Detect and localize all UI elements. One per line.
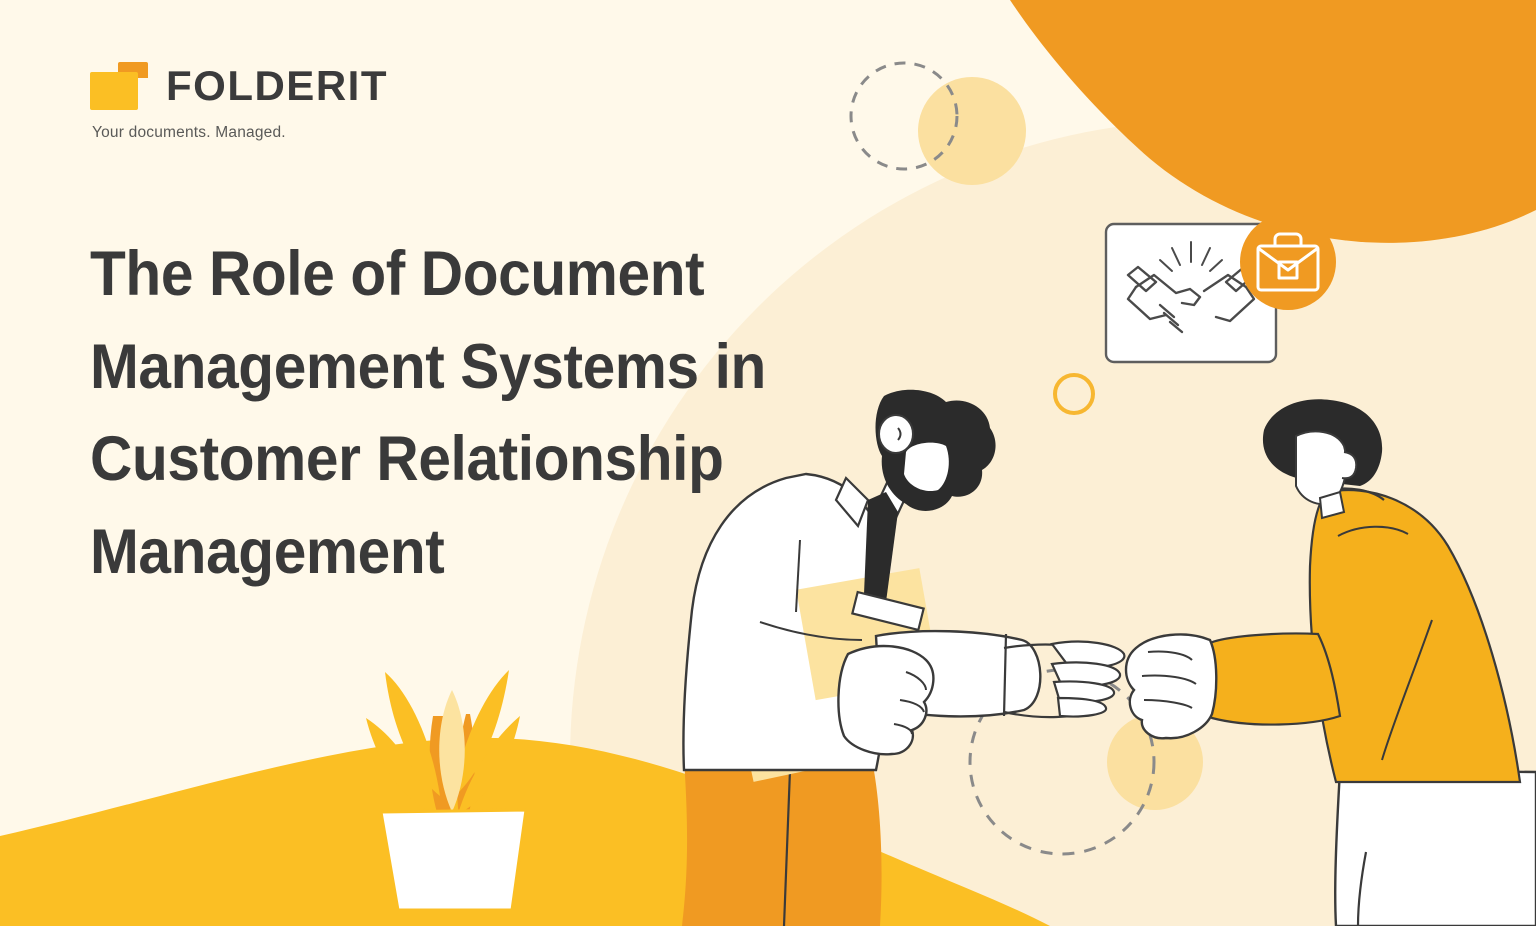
figure-man-right xyxy=(1124,399,1536,926)
right-figure-hand-line-3 xyxy=(1143,699,1193,709)
left-figure-thumb-line xyxy=(905,671,927,691)
brand-tagline: Your documents. Managed. xyxy=(92,124,286,141)
orange-blob-top-right xyxy=(1010,0,1536,243)
plant-leaf-low-left xyxy=(366,718,432,812)
left-figure-holding-hand xyxy=(837,644,935,756)
right-figure-hand xyxy=(1124,633,1218,740)
plant-leaf-outer-right xyxy=(452,670,509,798)
plant-leaf-outer-left xyxy=(385,672,440,796)
left-figure-arm-seam xyxy=(759,621,863,641)
logo-row: FOLDERIT xyxy=(90,62,388,110)
briefcase-badge xyxy=(1240,214,1336,310)
right-figure-ear xyxy=(1341,451,1358,480)
left-figure-handshake-hand xyxy=(1050,640,1126,718)
right-figure-hand-line-1 xyxy=(1147,650,1193,661)
left-figure-ear xyxy=(878,414,914,454)
right-figure-sweater xyxy=(1308,488,1522,784)
handshake-card xyxy=(1104,222,1278,364)
dashed-circle-bottom xyxy=(968,668,1156,856)
left-figure-tie-clip xyxy=(851,590,925,632)
left-figure-face xyxy=(904,442,949,492)
dashed-circle-top xyxy=(849,61,959,171)
page-title: The Role of Document Management Systems … xyxy=(90,239,766,588)
left-figure-trouser-crease xyxy=(782,769,792,926)
folder-icon xyxy=(90,62,148,110)
left-figure-tie xyxy=(864,492,898,602)
figure-bearded-man-left xyxy=(682,389,1126,926)
left-figure-finger-line-1 xyxy=(899,699,925,713)
right-figure-hand-line-2 xyxy=(1141,674,1197,685)
solid-yellow-circle-top xyxy=(918,77,1026,185)
brand-wordmark: FOLDERIT xyxy=(166,62,388,109)
plant-leaf-center xyxy=(439,690,465,812)
right-figure-face xyxy=(1295,430,1348,505)
right-figure-neck xyxy=(1318,490,1346,520)
left-figure-trousers xyxy=(682,760,882,926)
right-figure-side-seam xyxy=(1381,619,1433,761)
left-figure-collar-left xyxy=(834,476,870,529)
right-figure-trouser-crease xyxy=(1356,851,1368,926)
left-figure-shoulder-seam xyxy=(795,539,801,613)
right-figure-trousers xyxy=(1334,768,1536,926)
left-figure-ear-detail xyxy=(897,427,902,441)
left-figure-finger-line-2 xyxy=(893,723,913,735)
plant-leaf-low-right xyxy=(458,716,520,814)
potted-plant xyxy=(366,670,528,912)
yellow-ring-small xyxy=(1053,373,1095,415)
brand-logo[interactable]: FOLDERIT Your documents. Managed. xyxy=(90,62,388,142)
handshake-icon xyxy=(1126,265,1256,334)
folder-icon-body xyxy=(90,72,138,110)
briefcase-icon xyxy=(1256,232,1320,292)
right-figure-sleeve xyxy=(1199,632,1342,726)
handshake-spark-icon xyxy=(1159,241,1223,272)
plant-pot xyxy=(379,808,528,912)
right-figure-shoulder-seam xyxy=(1337,525,1409,537)
